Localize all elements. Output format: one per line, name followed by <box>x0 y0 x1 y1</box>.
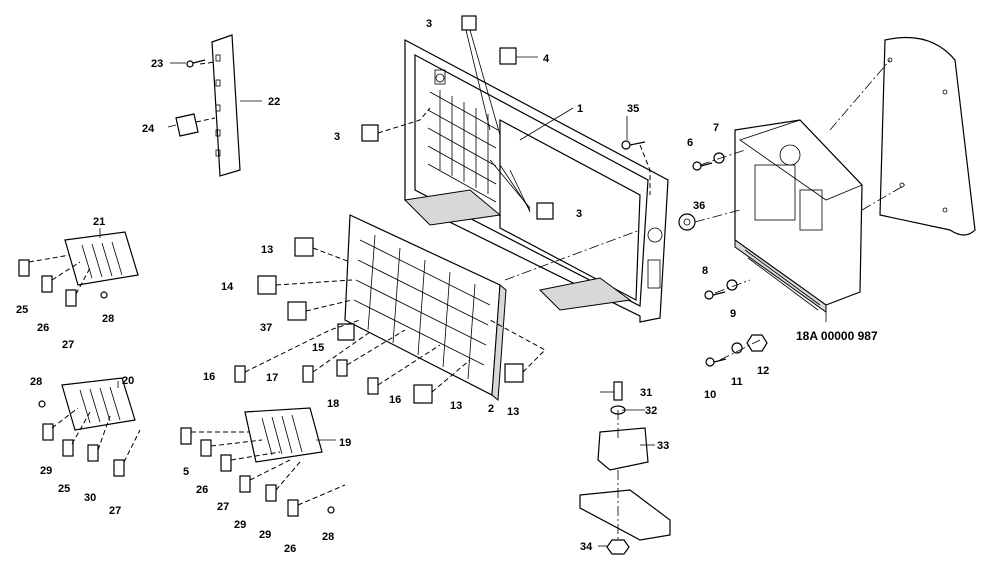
callout-28-left: 28 <box>30 376 42 388</box>
callout-2: 2 <box>488 403 494 415</box>
callout-26-top: 26 <box>37 322 49 334</box>
callout-30: 30 <box>84 492 96 504</box>
callout-28-bottom: 28 <box>322 531 334 543</box>
control-unit <box>734 119 863 313</box>
callout-26-mid: 26 <box>196 484 208 496</box>
callout-16-right: 16 <box>389 394 401 406</box>
callout-24: 24 <box>142 123 155 135</box>
callout-21: 21 <box>93 216 105 228</box>
callout-25-bottom: 25 <box>58 483 70 495</box>
connector-part-19 <box>244 407 323 463</box>
fasteners <box>38 59 768 555</box>
callout-12: 12 <box>757 365 769 377</box>
callout-26-bottom: 26 <box>284 543 296 555</box>
callout-37: 37 <box>260 322 272 334</box>
small-components <box>18 15 554 517</box>
callout-32: 32 <box>645 405 657 417</box>
connector-part-20 <box>61 377 136 431</box>
callout-22: 22 <box>268 96 280 108</box>
callout-29-right: 29 <box>259 529 271 541</box>
callout-9: 9 <box>730 308 736 320</box>
mounting-panel <box>879 36 976 236</box>
fuse-board-part-2 <box>344 214 507 402</box>
callout-27-bottom: 27 <box>109 505 121 517</box>
callout-23: 23 <box>151 58 163 70</box>
callout-14: 14 <box>221 281 234 293</box>
leader-lines <box>99 29 827 547</box>
callout-17: 17 <box>266 372 278 384</box>
callout-33: 33 <box>657 440 669 452</box>
callout-3-left: 3 <box>334 131 340 143</box>
callout-18: 18 <box>327 398 339 410</box>
callout-19: 19 <box>339 437 351 449</box>
callout-13-right: 13 <box>507 406 519 418</box>
callout-7: 7 <box>713 122 719 134</box>
callout-11: 11 <box>731 376 743 388</box>
connector-part-21 <box>64 231 139 286</box>
assembly-lines <box>28 59 906 540</box>
callout-16-left: 16 <box>203 371 215 383</box>
callout-5: 5 <box>183 466 189 478</box>
callout-29-left: 29 <box>40 465 52 477</box>
callout-labels: 1 2 3 3 3 4 5 6 7 8 9 10 11 12 13 13 13 … <box>16 18 878 555</box>
callout-25-top: 25 <box>16 304 28 316</box>
callout-27-mid: 27 <box>217 501 229 513</box>
callout-20: 20 <box>122 375 134 387</box>
callout-29-mid: 29 <box>234 519 246 531</box>
callout-34: 34 <box>580 541 593 553</box>
callout-27-top: 27 <box>62 339 74 351</box>
frame-part-1 <box>403 39 669 323</box>
part-code-label: 18A 00000 987 <box>796 329 878 343</box>
callout-8: 8 <box>702 265 708 277</box>
strip-part-22 <box>211 34 241 177</box>
callout-35: 35 <box>627 103 639 115</box>
callout-4: 4 <box>543 53 550 65</box>
relay-part-24 <box>175 113 199 137</box>
callout-13-top: 13 <box>261 244 273 256</box>
callout-13-mid: 13 <box>450 400 462 412</box>
callout-1: 1 <box>577 103 583 115</box>
callout-15: 15 <box>312 342 324 354</box>
callout-3-right: 3 <box>576 208 582 220</box>
callout-36: 36 <box>693 200 705 212</box>
bracket-part-33 <box>579 427 671 541</box>
callout-6: 6 <box>687 137 693 149</box>
callout-3-top: 3 <box>426 18 432 30</box>
callout-31: 31 <box>640 387 652 399</box>
callout-10: 10 <box>704 389 716 401</box>
callout-28-top: 28 <box>102 313 114 325</box>
